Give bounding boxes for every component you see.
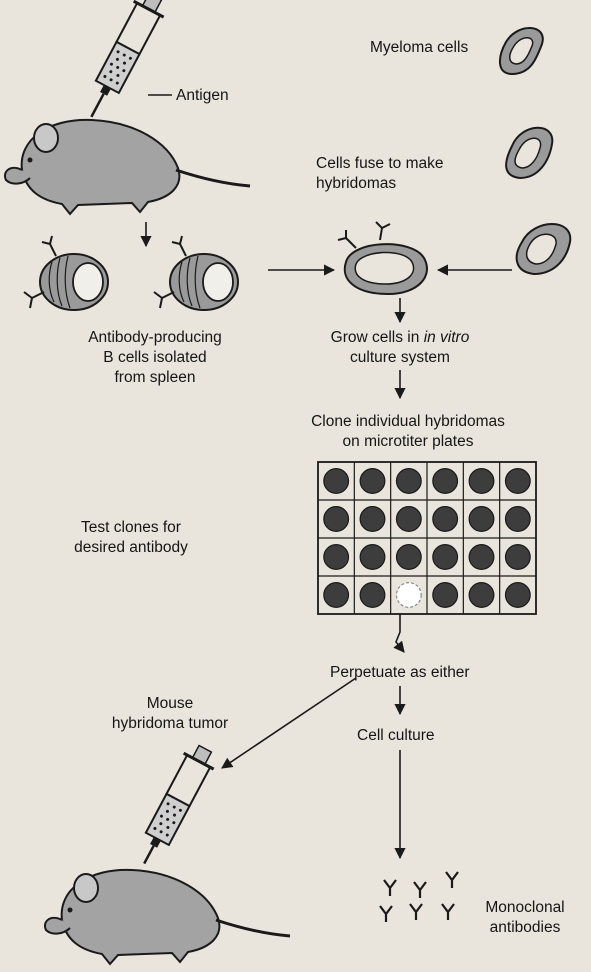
b-cell-icon xyxy=(24,236,108,310)
mouse-icon xyxy=(5,120,250,214)
mouse-icon xyxy=(45,870,290,964)
plate-well xyxy=(469,583,494,608)
grow-label: Grow cells in in vitro culture system xyxy=(310,328,490,368)
antibody-icon xyxy=(380,872,458,922)
cell-culture-label: Cell culture xyxy=(357,726,435,746)
perpetuate-label: Perpetuate as either xyxy=(330,663,470,683)
plate-well xyxy=(396,469,421,494)
plate-well xyxy=(360,469,385,494)
tumor-label: Mouse hybridoma tumor xyxy=(80,694,260,734)
fuse-label: Cells fuse to make hybridomas xyxy=(316,154,444,194)
plate-well-empty xyxy=(396,583,421,608)
plate-well xyxy=(396,507,421,532)
plate-well xyxy=(505,545,530,570)
myeloma-cell-icon xyxy=(506,128,552,178)
hybridoma-cell-icon xyxy=(338,222,427,294)
plate-well xyxy=(505,583,530,608)
plate-well xyxy=(505,469,530,494)
plate-well xyxy=(469,545,494,570)
plate-well xyxy=(396,545,421,570)
plate-well xyxy=(360,507,385,532)
plate-well xyxy=(360,583,385,608)
monoclonal-label: Monoclonal antibodies xyxy=(470,898,580,938)
plate-well xyxy=(433,507,458,532)
plate-well xyxy=(324,469,349,494)
plate-well xyxy=(324,507,349,532)
antigen-label: Antigen xyxy=(176,86,229,106)
syringe-icon xyxy=(76,0,170,125)
myeloma-label: Myeloma cells xyxy=(370,38,468,58)
plate-well xyxy=(433,545,458,570)
plate-well xyxy=(469,469,494,494)
b-cell-icon xyxy=(154,236,238,310)
plate-well xyxy=(324,545,349,570)
myeloma-cell-icon xyxy=(500,28,543,74)
plate-well xyxy=(433,469,458,494)
bcells-label: Antibody-producing B cells isolated from… xyxy=(60,328,250,388)
syringe-icon xyxy=(129,741,220,872)
myeloma-cell-icon xyxy=(517,224,571,274)
plate-well xyxy=(360,545,385,570)
plate-well xyxy=(324,583,349,608)
clone-label: Clone individual hybridomas on microtite… xyxy=(288,412,528,452)
test-label: Test clones for desired antibody xyxy=(56,518,206,558)
plate-well xyxy=(469,507,494,532)
plate-well xyxy=(505,507,530,532)
arrow-plate-to-perpetuate xyxy=(396,613,404,652)
plate-well xyxy=(433,583,458,608)
